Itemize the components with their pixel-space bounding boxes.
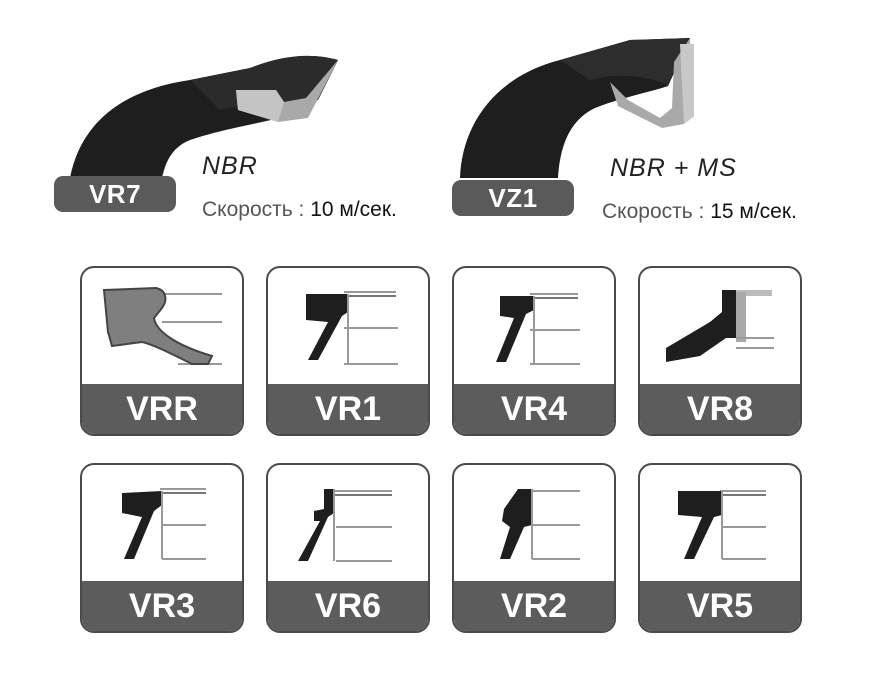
vr2-profile-icon <box>500 489 580 560</box>
vr6-label: VR6 <box>268 581 428 631</box>
hero-vr7: VR7 NBR Скорость : 10 м/сек. <box>40 30 420 222</box>
vr7-material: NBR <box>202 152 258 180</box>
vz1-speed-value: 15 м/сек. <box>710 200 797 223</box>
vz1-speed: Скорость : 15 м/сек. <box>602 200 797 224</box>
vr6-profile-icon <box>298 489 392 562</box>
vr2-label: VR2 <box>454 581 614 631</box>
profile-tile-vr4: VR4 <box>452 266 616 436</box>
vrr-label: VRR <box>82 384 242 434</box>
profile-tile-vr5: VR5 <box>638 463 802 633</box>
profile-tile-vr3: VR3 <box>80 463 244 633</box>
vr4-label: VR4 <box>454 384 614 434</box>
vr1-profile-icon <box>306 291 398 365</box>
profile-tile-vr6: VR6 <box>266 463 430 633</box>
vr8-profile-icon <box>666 290 774 362</box>
profile-tile-vr8: VR8 <box>638 266 802 436</box>
vr1-label: VR1 <box>268 384 428 434</box>
vr8-label: VR8 <box>640 384 800 434</box>
vr5-profile-icon <box>678 490 766 560</box>
vrr-profile-icon <box>102 286 222 365</box>
vr4-profile-icon <box>496 293 580 365</box>
vr7-speed-value: 10 м/сек. <box>310 198 397 221</box>
hero-vz1: VZ1 NBR + MS Скорость : 15 м/сек. <box>450 20 870 223</box>
vz1-badge: VZ1 <box>452 180 574 216</box>
vr3-profile-icon <box>122 488 206 560</box>
profile-tile-vr1: VR1 <box>266 266 430 436</box>
vz1-material: NBR + MS <box>610 154 737 182</box>
vr3-label: VR3 <box>82 581 242 631</box>
vr7-seal-image <box>70 55 338 178</box>
vr7-badge: VR7 <box>54 176 176 212</box>
profile-tile-vr2: VR2 <box>452 463 616 633</box>
vz1-speed-label: Скорость : <box>602 200 705 223</box>
vr7-speed-label: Скорость : <box>202 198 305 221</box>
vr5-label: VR5 <box>640 581 800 631</box>
profile-tile-vrr: VRR <box>80 266 244 436</box>
vr7-speed: Скорость : 10 м/сек. <box>202 198 397 222</box>
vz1-seal-image <box>460 38 694 178</box>
